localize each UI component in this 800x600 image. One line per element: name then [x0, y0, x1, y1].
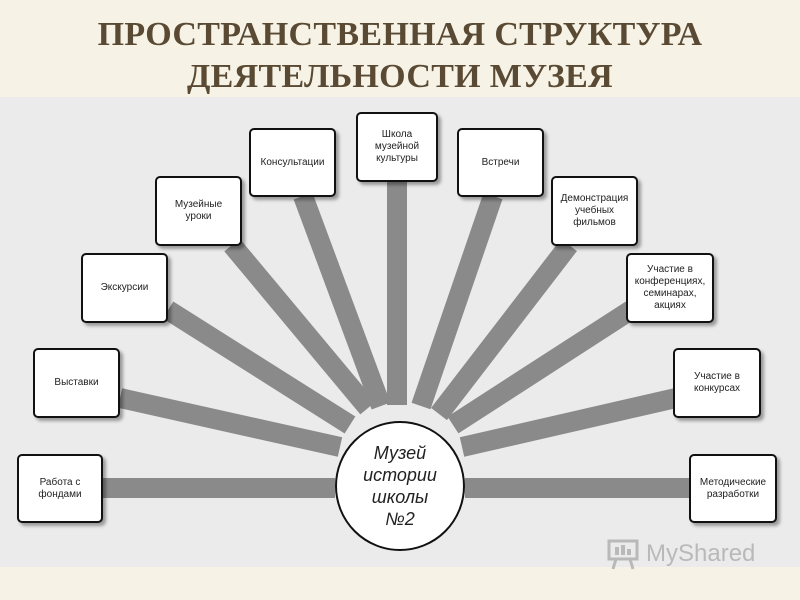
spoke-4: [224, 238, 376, 415]
node-meetings: Встречи: [457, 128, 544, 197]
node-excursions: Экскурсии: [81, 253, 168, 323]
page-title: ПРОСТРАНСТВЕННАЯ СТРУКТУРА ДЕЯТЕЛЬНОСТИ …: [0, 14, 800, 98]
node-exhibitions: Выставки: [33, 348, 120, 418]
node-contests-participation: Участие в конкурсах: [673, 348, 761, 418]
node-museum-lessons: Музейные уроки: [155, 176, 242, 246]
watermark: MyShared: [606, 536, 755, 572]
spoke-7: [411, 192, 503, 410]
node-consultations: Консультации: [249, 128, 336, 197]
node-film-screenings: Демонстрация учебных фильмов: [551, 176, 638, 246]
presentation-board-icon: [607, 539, 639, 570]
watermark-text: MyShared: [646, 540, 756, 567]
title-line-2: ДЕЯТЕЛЬНОСТИ МУЗЕЯ: [186, 58, 613, 95]
node-museum-culture-school: Школа музейной культуры: [356, 112, 438, 182]
center-hub: Музей истории школы №2: [335, 421, 465, 551]
spoke-8: [431, 238, 577, 421]
node-methodical-developments: Методические разработки: [689, 454, 777, 523]
spoke-3: [162, 301, 356, 434]
spoke-10: [459, 388, 679, 457]
spoke-5: [293, 192, 391, 410]
title-line-1: ПРОСТРАНСТВЕННАЯ СТРУКТУРА: [97, 16, 703, 53]
spoke-2: [117, 388, 343, 457]
node-collections-work: Работа с фондами: [17, 454, 103, 523]
node-conferences-participation: Участие в конференциях, семинарах, акция…: [626, 253, 714, 323]
spoke-9: [447, 301, 637, 434]
